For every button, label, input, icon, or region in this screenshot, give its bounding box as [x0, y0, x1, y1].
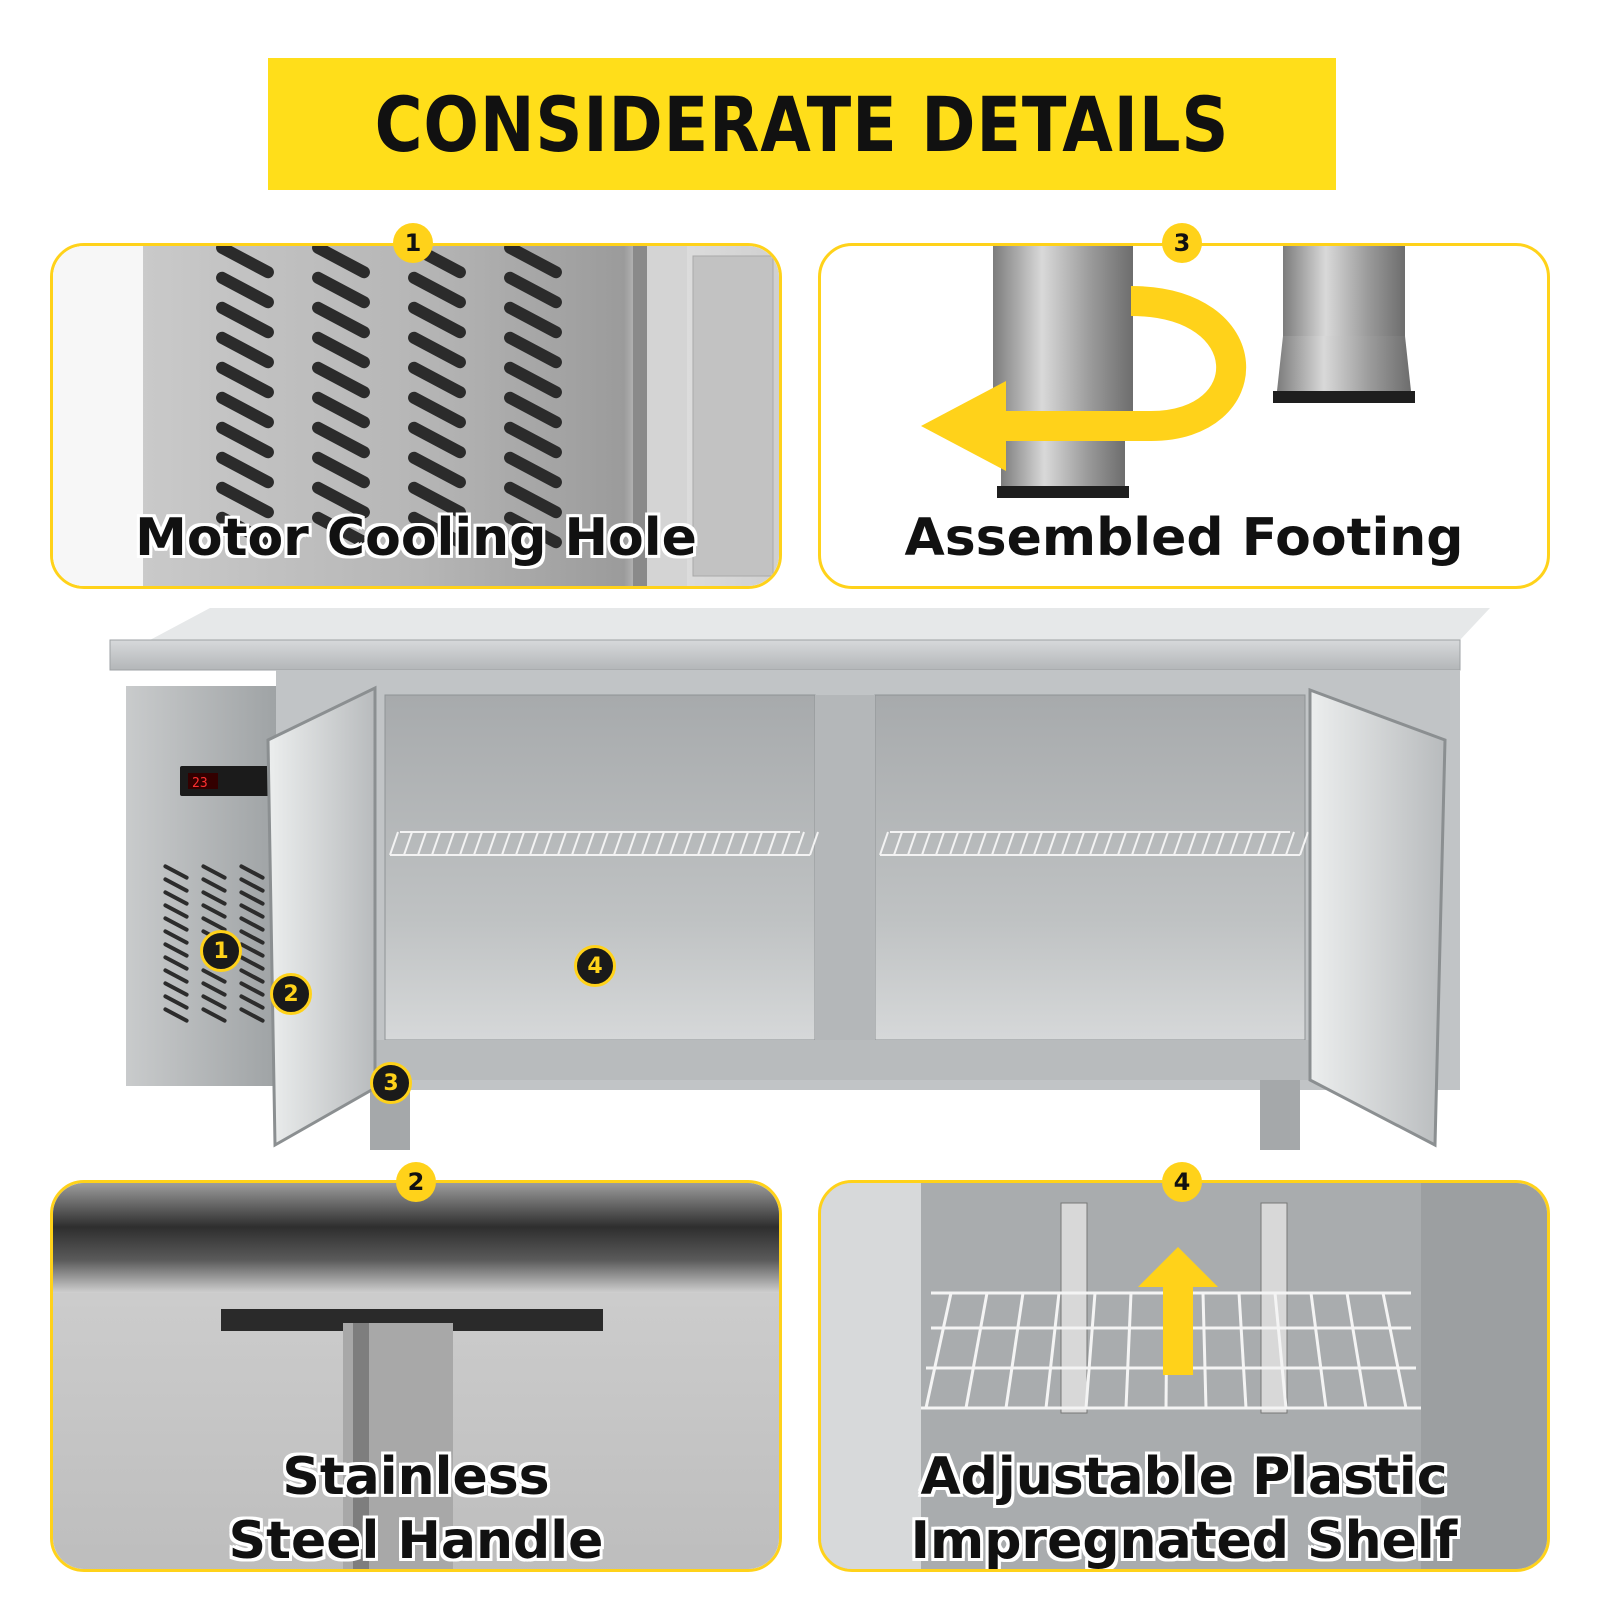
shelf-panel: Adjustable Plastic Impregnated Shelf — [818, 1180, 1550, 1572]
callout-badge-1: 1 — [393, 223, 433, 263]
handle-caption: Stainless Steel Handle — [53, 1445, 779, 1571]
cooling-caption: Motor Cooling Hole — [135, 508, 697, 568]
product-marker-4: 4 — [574, 945, 616, 987]
product-marker-2: 2 — [270, 973, 312, 1015]
handle-caption-line-2: Steel Handle — [228, 1511, 604, 1571]
handle-caption-line-1: Stainless — [282, 1447, 550, 1507]
footing-caption: Assembled Footing — [904, 508, 1464, 568]
handle-image — [53, 1183, 779, 1569]
product-marker-3: 3 — [370, 1062, 412, 1104]
callout-badge-4: 4 — [1162, 1162, 1202, 1202]
product-marker-1: 1 — [200, 930, 242, 972]
controller-display: 23 — [192, 776, 208, 791]
title-banner: CONSIDERATE DETAILS — [268, 58, 1336, 190]
cooling-hole-panel: Motor Cooling Hole — [50, 243, 782, 589]
shelf-caption-line-2: Impregnated Shelf — [910, 1511, 1458, 1571]
footing-image — [921, 246, 1415, 498]
refrigerator-product-image: 23 1 2 3 4 — [100, 600, 1500, 1170]
callout-badge-2: 2 — [396, 1162, 436, 1202]
callout-badge-3: 3 — [1162, 223, 1202, 263]
footing-panel: Assembled Footing — [818, 243, 1550, 589]
shelf-caption-line-1: Adjustable Plastic — [920, 1447, 1448, 1507]
shelf-image — [821, 1183, 1547, 1569]
banner-title: CONSIDERATE DETAILS — [374, 79, 1230, 169]
shelf-caption: Adjustable Plastic Impregnated Shelf — [821, 1445, 1547, 1571]
cooling-vent-image — [53, 246, 779, 586]
handle-panel: Stainless Steel Handle — [50, 1180, 782, 1572]
